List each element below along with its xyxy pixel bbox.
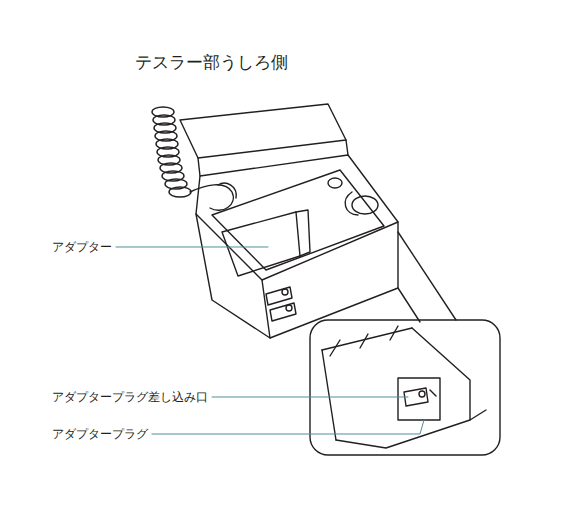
part-label: アダプター	[52, 240, 112, 254]
part-label: アダプタープラグ	[52, 427, 148, 441]
leader-line	[212, 396, 408, 397]
leader-line	[116, 246, 268, 247]
diagram-title: テスラー部うしろ側	[135, 52, 288, 72]
coiled-cable	[152, 107, 236, 210]
plug-socket	[398, 378, 440, 420]
part-label: アダプタープラグ差し込み口	[52, 390, 208, 404]
leader-line	[152, 420, 424, 434]
adapter	[222, 212, 300, 276]
adapter-plug	[266, 287, 296, 321]
zoom-frame	[310, 320, 500, 455]
